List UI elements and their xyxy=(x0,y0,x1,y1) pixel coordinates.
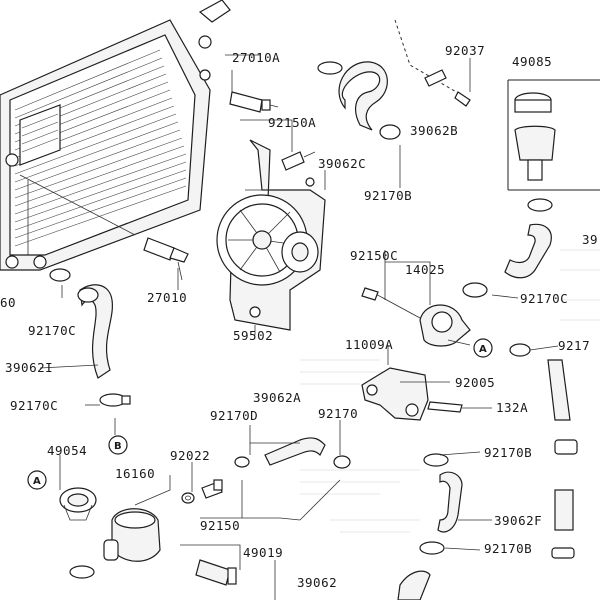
background-ghost-lines xyxy=(300,249,600,533)
water-outlet-11009a xyxy=(361,367,463,421)
part-labels: 27010A 92037 49085 92150A 39062B 39062C … xyxy=(0,43,598,590)
label-27010a: 27010A xyxy=(232,50,280,65)
label-39062a: 39062A xyxy=(253,390,301,405)
hose-39062i xyxy=(77,284,113,379)
svg-text:A: A xyxy=(33,476,41,487)
hose-clamps xyxy=(49,61,553,579)
label-39062b: 39062B xyxy=(410,123,458,138)
label-60: 60 xyxy=(0,295,16,310)
leader-lines xyxy=(19,54,559,600)
callout-a-left: A xyxy=(27,470,47,490)
label-49019: 49019 xyxy=(243,545,283,560)
label-92150a: 92150A xyxy=(268,115,316,130)
label-92150c: 92150C xyxy=(350,248,398,263)
label-92037: 92037 xyxy=(445,43,485,58)
hose-39062f xyxy=(437,471,463,533)
svg-text:B: B xyxy=(114,441,122,452)
hose-39062a xyxy=(264,437,326,466)
washer-92022 xyxy=(181,492,195,504)
callout-b-left: B xyxy=(108,435,128,455)
thermostat-49054 xyxy=(59,487,97,521)
sensor-27010a xyxy=(229,91,279,113)
label-39062-bottom: 39062 xyxy=(297,575,337,590)
label-27010: 27010 xyxy=(147,290,187,305)
bolt-92150a xyxy=(281,151,316,171)
radiator-illustration xyxy=(0,0,231,271)
label-92005: 92005 xyxy=(455,375,495,390)
callout-a-right: A xyxy=(473,338,493,358)
label-92170c-mid: 92170C xyxy=(10,398,58,413)
tube-39062b xyxy=(394,19,471,107)
hose-39-right xyxy=(504,223,552,279)
fitting-92150 xyxy=(201,479,223,499)
housing-16160 xyxy=(103,508,161,562)
label-11009a: 11009A xyxy=(345,337,393,352)
sensor-27010 xyxy=(143,237,189,281)
label-92170c-left: 92170C xyxy=(28,323,76,338)
label-92170b-mid: 92170B xyxy=(484,445,532,460)
label-92170d: 92170D xyxy=(210,408,258,423)
svg-text:A: A xyxy=(479,344,487,355)
label-49085: 49085 xyxy=(512,54,552,69)
label-9217-right: 9217 xyxy=(558,338,590,353)
label-92170: 92170 xyxy=(318,406,358,421)
hose-39062-bottom xyxy=(397,570,431,600)
label-92170b-top: 92170B xyxy=(364,188,412,203)
label-14025: 14025 xyxy=(405,262,445,277)
coolant-pipe-right xyxy=(547,359,578,559)
fan-assembly-59502 xyxy=(216,139,326,331)
label-59502: 59502 xyxy=(233,328,273,343)
label-92170c-right: 92170C xyxy=(520,291,568,306)
label-39062f: 39062F xyxy=(494,513,542,528)
label-49054: 49054 xyxy=(47,443,87,458)
thermostat-housing-14025 xyxy=(361,287,471,347)
label-39062c: 39062C xyxy=(318,156,366,171)
label-16160: 16160 xyxy=(115,466,155,481)
label-39062i: 39062I xyxy=(5,360,53,375)
fitting-49019 xyxy=(195,559,237,586)
label-92170b-bot: 92170B xyxy=(484,541,532,556)
filler-neck-49085 xyxy=(507,79,600,191)
label-92150: 92150 xyxy=(200,518,240,533)
label-92022: 92022 xyxy=(170,448,210,463)
label-39-right: 39 xyxy=(582,232,598,247)
label-132a: 132A xyxy=(496,400,528,415)
hose-39062c xyxy=(338,61,388,131)
